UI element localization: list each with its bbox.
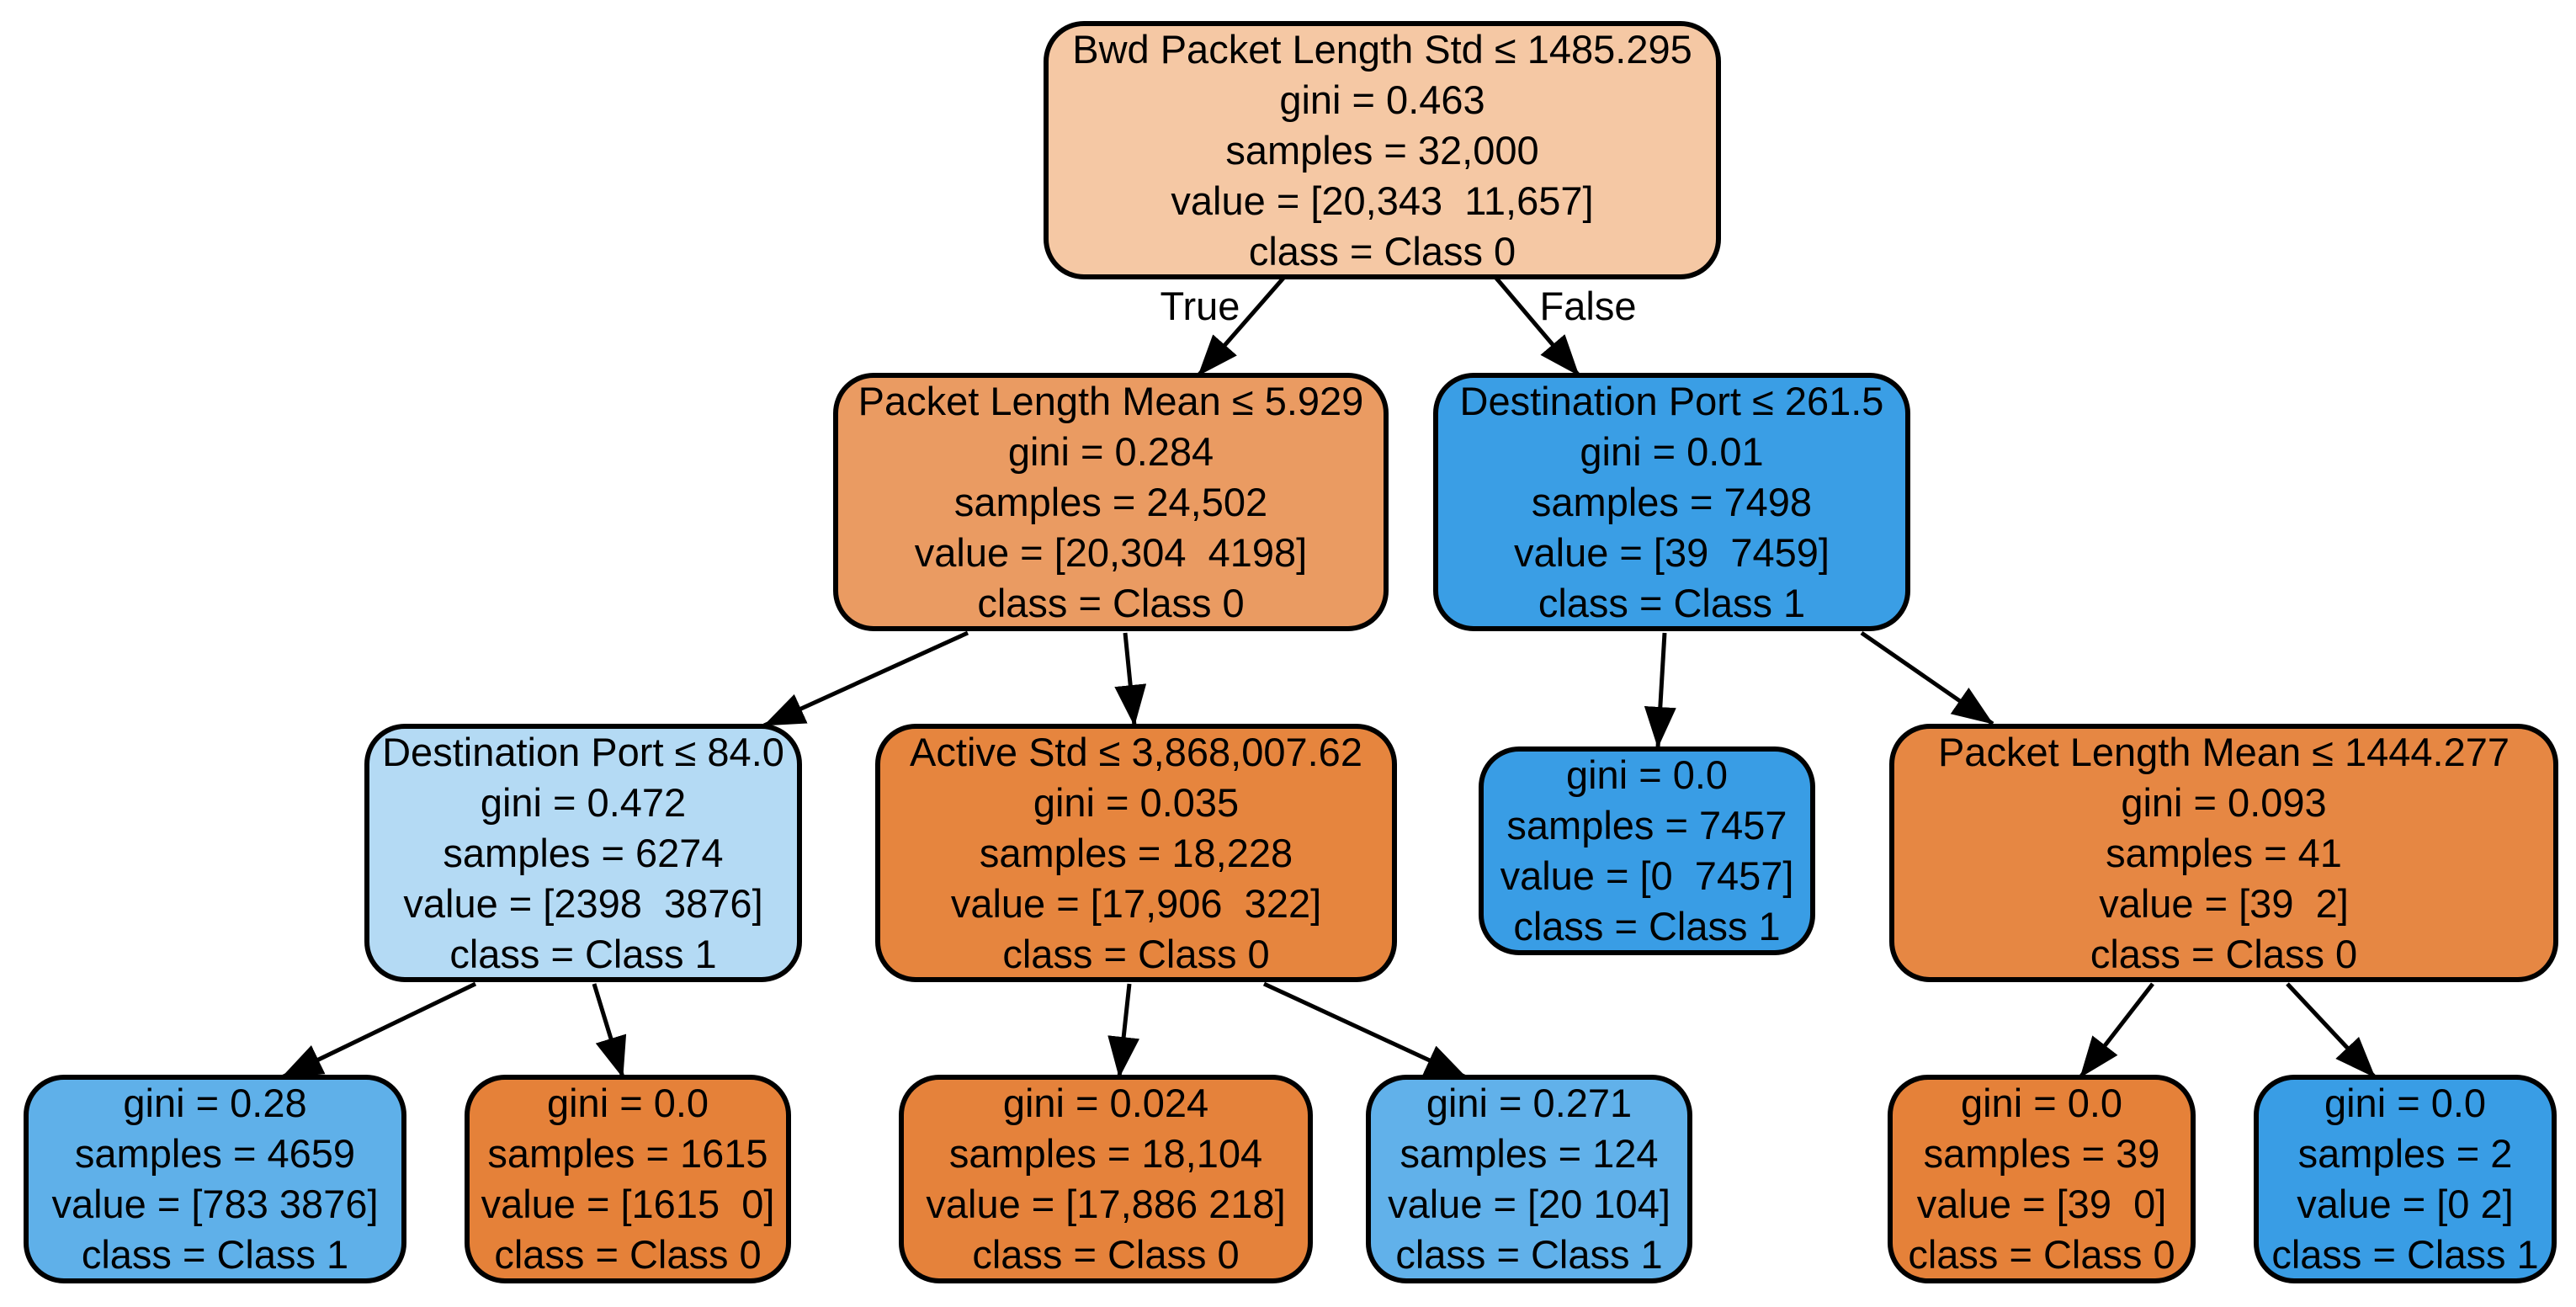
node-class-label: class = Class 0 — [1908, 1232, 2175, 1277]
tree-edge — [762, 630, 969, 728]
node-value-label: value = [39 7459] — [1514, 529, 1830, 575]
node-class-label: class = Class 1 — [1513, 904, 1781, 948]
tree-edge — [280, 981, 477, 1080]
true-edge-label: True — [1160, 284, 1240, 328]
tree-node-4: Active Std ≤ 3,868,007.62 gini = 0.035 s… — [875, 724, 1397, 982]
node-samples-label: samples = 32,000 — [1225, 127, 1539, 173]
node-class-label: class = Class 1 — [1538, 580, 1806, 625]
node-samples-label: samples = 18,104 — [948, 1131, 1263, 1176]
tree-edge — [2286, 982, 2377, 1079]
node-class-label: class = Class 1 — [449, 931, 717, 976]
node-value-label: value = [39 0] — [1916, 1182, 2167, 1226]
tree-edge — [1492, 274, 1580, 377]
node-value-label: value = [17,886 218] — [926, 1182, 1286, 1226]
node-gini-label: gini = 0.0 — [1960, 1081, 2123, 1125]
node-class-label: class = Class 0 — [972, 1232, 1240, 1277]
node-value-label: value = [20 104] — [1388, 1182, 1670, 1226]
node-class-label: class = Class 1 — [1395, 1232, 1663, 1277]
node-value-label: value = [0 7457] — [1500, 853, 1794, 898]
tree-node-3: Destination Port ≤ 84.0 gini = 0.472 sam… — [364, 724, 802, 982]
node-samples-label: samples = 7498 — [1531, 479, 1813, 524]
tree-edge — [592, 983, 627, 1078]
node-gini-label: gini = 0.472 — [480, 779, 687, 825]
tree-node-root: Bwd Packet Length Std ≤ 1485.295 gini = … — [1044, 21, 1721, 279]
node-value-label: value = [20,304 4198] — [914, 529, 1308, 575]
node-gini-label: gini = 0.0 — [1565, 752, 1729, 797]
tree-leaf-9: gini = 0.024 samples = 18,104 value = [1… — [899, 1075, 1313, 1283]
node-samples-label: samples = 41 — [2106, 830, 2342, 875]
node-value-label: value = [783 3876] — [51, 1182, 379, 1226]
node-condition-label: Destination Port ≤ 84.0 — [382, 729, 784, 774]
node-condition-label: Packet Length Mean ≤ 5.929 — [858, 378, 1364, 423]
node-value-label: value = [39 2] — [2099, 880, 2349, 926]
tree-node-1: Packet Length Mean ≤ 5.929 gini = 0.284 … — [833, 373, 1389, 631]
tree-edge — [1644, 632, 1676, 748]
tree-node-2: Destination Port ≤ 261.5 gini = 0.01 sam… — [1433, 373, 1910, 631]
tree-edge-group — [280, 274, 2377, 1080]
node-gini-label: gini = 0.284 — [1007, 428, 1214, 474]
node-samples-label: samples = 7457 — [1506, 803, 1787, 847]
node-samples-label: samples = 24,502 — [953, 479, 1268, 524]
node-samples-label: samples = 39 — [1923, 1131, 2160, 1176]
node-class-label: class = Class 0 — [2090, 931, 2358, 976]
tree-edge — [1114, 632, 1147, 726]
node-gini-label: gini = 0.463 — [1279, 77, 1485, 122]
tree-edge — [1860, 630, 1994, 726]
node-samples-label: samples = 6274 — [443, 830, 724, 875]
node-condition-label: Destination Port ≤ 261.5 — [1459, 378, 1884, 423]
node-gini-label: gini = 0.035 — [1033, 779, 1240, 825]
node-samples-label: samples = 2 — [2297, 1131, 2513, 1176]
tree-edge — [2079, 982, 2154, 1079]
node-samples-label: samples = 1615 — [487, 1131, 768, 1176]
node-value-label: value = [1615 0] — [481, 1182, 775, 1226]
node-gini-label: gini = 0.024 — [1002, 1081, 1209, 1125]
node-gini-label: gini = 0.271 — [1426, 1081, 1633, 1125]
node-gini-label: gini = 0.0 — [546, 1081, 709, 1125]
node-class-label: class = Class 0 — [977, 580, 1245, 625]
node-value-label: value = [20,343 11,657] — [1171, 178, 1594, 223]
node-class-label: class = Class 0 — [494, 1232, 762, 1277]
tree-leaf-10: gini = 0.271 samples = 124 value = [20 1… — [1366, 1075, 1692, 1283]
node-class-label: class = Class 1 — [81, 1232, 349, 1277]
node-value-label: value = [17,906 322] — [950, 880, 1322, 926]
tree-leaf-12: gini = 0.0 samples = 2 value = [0 2] cla… — [2254, 1075, 2557, 1283]
node-class-label: class = Class 1 — [2271, 1232, 2539, 1277]
node-value-label: value = [2398 3876] — [403, 880, 763, 926]
node-gini-label: gini = 0.01 — [1580, 428, 1764, 474]
tree-node-5: gini = 0.0 samples = 7457 value = [0 745… — [1479, 746, 1815, 955]
node-gini-label: gini = 0.28 — [123, 1081, 307, 1125]
tree-edge — [1107, 983, 1140, 1078]
tree-edge — [1197, 274, 1288, 377]
node-samples-label: samples = 18,228 — [979, 830, 1293, 875]
node-value-label: value = [0 2] — [2297, 1182, 2514, 1226]
tree-node-6: Packet Length Mean ≤ 1444.277 gini = 0.0… — [1889, 724, 2558, 982]
tree-leaf-7: gini = 0.28 samples = 4659 value = [783 … — [24, 1075, 406, 1283]
node-gini-label: gini = 0.093 — [2121, 779, 2327, 825]
node-samples-label: samples = 4659 — [74, 1131, 356, 1176]
node-samples-label: samples = 124 — [1400, 1131, 1659, 1176]
node-condition-label: Bwd Packet Length Std ≤ 1485.295 — [1072, 26, 1692, 72]
node-condition-label: Packet Length Mean ≤ 1444.277 — [1937, 729, 2510, 774]
tree-leaf-8: gini = 0.0 samples = 1615 value = [1615 … — [465, 1075, 791, 1283]
node-gini-label: gini = 0.0 — [2324, 1081, 2487, 1125]
node-condition-label: Active Std ≤ 3,868,007.62 — [910, 729, 1362, 774]
node-class-label: class = Class 0 — [1002, 931, 1270, 976]
false-edge-label: False — [1539, 284, 1637, 328]
tree-leaf-11: gini = 0.0 samples = 39 value = [39 0] c… — [1888, 1075, 2196, 1283]
tree-edge — [1262, 981, 1468, 1080]
node-class-label: class = Class 0 — [1248, 228, 1516, 274]
